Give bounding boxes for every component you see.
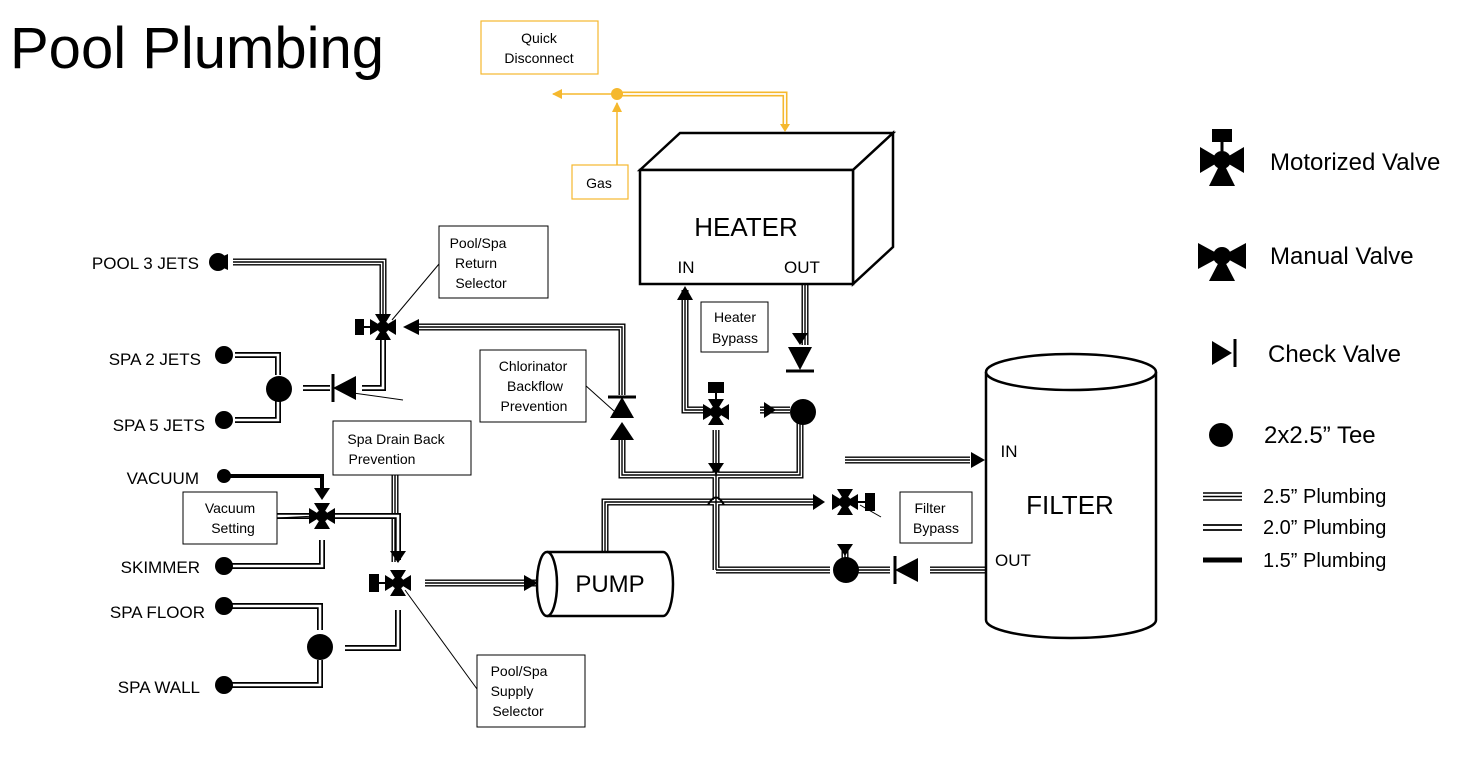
- legend-check-label: Check Valve: [1268, 341, 1401, 368]
- supply-selector-line-2: Supply: [491, 683, 534, 699]
- callout-chlorinator: [479, 349, 587, 423]
- legend-p25-label: 2.5” Plumbing: [1263, 486, 1386, 508]
- gas-tee: [611, 88, 623, 100]
- chlorinator-line-2: Backflow: [507, 378, 564, 394]
- endpoint-dots: [209, 253, 233, 694]
- vacuum-setting-line-1: Vacuum: [205, 500, 255, 516]
- legend-manual-label: Manual Valve: [1270, 243, 1414, 270]
- callout-heater-bypass: [700, 301, 769, 353]
- callout-supply-selector: [476, 654, 586, 728]
- legend-pipe-2-5-icon: [1203, 492, 1242, 501]
- filter: FILTER IN OUT: [984, 352, 1158, 640]
- pipes-2-5: [233, 240, 985, 587]
- legend-tee-icon: [1209, 423, 1233, 447]
- return-selector-line-1: Pool/Spa: [450, 235, 507, 251]
- callout-filter-bypass: [899, 491, 973, 544]
- label-spa-2-jets: SPA 2 JETS: [109, 350, 201, 369]
- tee-spa-supply: [307, 634, 333, 660]
- legend: Motorized Valve Manual Valve Check Valve…: [1198, 129, 1440, 572]
- filter-bypass-line-2: Bypass: [913, 520, 959, 536]
- valve-return-selector: [355, 314, 396, 340]
- check-valve-chlorinator: [608, 395, 636, 440]
- legend-pipe-2-0-icon: [1203, 524, 1242, 531]
- spa-drain-line-1: Spa Drain Back: [347, 431, 445, 447]
- legend-motorized-label: Motorized Valve: [1270, 149, 1440, 176]
- page-title: Pool Plumbing: [10, 16, 384, 81]
- legend-check-valve-icon: [1212, 339, 1237, 367]
- legend-motorized-valve-icon: [1200, 129, 1244, 186]
- check-valve-spa-drain: [331, 374, 356, 402]
- spa-drain-line-2: Prevention: [349, 451, 416, 467]
- pipes-2-0: [232, 340, 401, 688]
- return-selector-line-2: Return: [455, 255, 497, 271]
- label-skimmer: SKIMMER: [121, 558, 200, 577]
- tee-heater-out: [790, 399, 816, 425]
- callout-return-selector: [438, 225, 549, 299]
- heater-label: HEATER: [694, 212, 798, 242]
- filter-bypass-line-1: Filter: [914, 500, 945, 516]
- legend-p15-label: 1.5” Plumbing: [1263, 550, 1386, 572]
- tees: [266, 376, 859, 660]
- heater-in-label: IN: [678, 258, 695, 277]
- callout-spa-drain: [332, 420, 472, 476]
- tee-filter-out: [833, 557, 859, 583]
- chlorinator-line-3: Prevention: [501, 398, 568, 414]
- label-spa-5-jets: SPA 5 JETS: [113, 416, 205, 435]
- label-spa-wall: SPA WALL: [118, 678, 200, 697]
- heater-bypass-line-1: Heater: [714, 309, 756, 325]
- supply-selector-line-3: Selector: [492, 703, 544, 719]
- tee-spa-return: [266, 376, 292, 402]
- pump-label: PUMP: [575, 571, 644, 598]
- quick-disconnect-line-2: Disconnect: [504, 50, 573, 66]
- flow-arrows: [210, 254, 985, 591]
- filter-out-label: OUT: [995, 551, 1031, 570]
- vacuum-setting-line-2: Setting: [211, 520, 255, 536]
- legend-manual-valve-icon: [1198, 243, 1246, 281]
- gas-line: [552, 89, 788, 165]
- filter-label: FILTER: [1026, 490, 1114, 520]
- heater-out-label: OUT: [784, 258, 820, 277]
- label-spa-floor: SPA FLOOR: [110, 603, 205, 622]
- heater-bypass-line-2: Bypass: [712, 330, 758, 346]
- chlorinator-line-1: Chlorinator: [499, 358, 568, 374]
- label-vacuum: VACUUM: [127, 469, 199, 488]
- callout-quick-disconnect: [480, 20, 599, 75]
- heater: HEATER IN OUT: [636, 130, 897, 287]
- legend-p20-label: 2.0” Plumbing: [1263, 517, 1386, 539]
- check-valve-heater-out: [786, 347, 814, 373]
- callout-vacuum-setting: [182, 491, 278, 545]
- callout-leaders: [276, 263, 882, 690]
- quick-disconnect-line-1: Quick: [521, 30, 558, 46]
- legend-tee-label: 2x2.5” Tee: [1264, 422, 1376, 449]
- label-pool-3-jets: POOL 3 JETS: [92, 254, 199, 273]
- callout-gas: [571, 164, 629, 200]
- valve-filter-bypass: [832, 489, 875, 515]
- valve-supply-selector: [369, 570, 411, 596]
- gas-label: Gas: [586, 175, 612, 191]
- valve-heater-bypass: [703, 382, 729, 425]
- supply-selector-line-1: Pool/Spa: [491, 663, 548, 679]
- return-selector-line-3: Selector: [455, 275, 507, 291]
- filter-in-label: IN: [1001, 442, 1018, 461]
- pump: PUMP: [535, 550, 675, 618]
- check-valve-filter-out: [893, 556, 918, 584]
